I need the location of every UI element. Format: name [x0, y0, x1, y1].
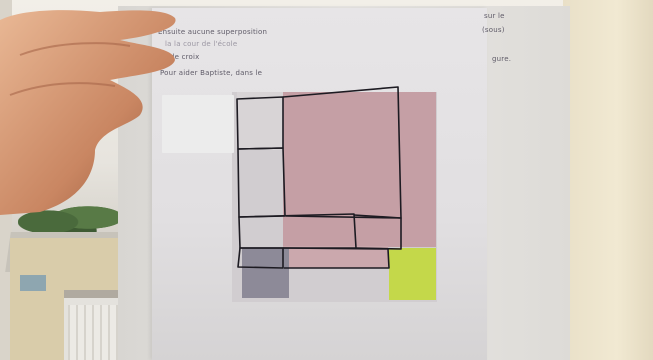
hand: [0, 0, 200, 215]
